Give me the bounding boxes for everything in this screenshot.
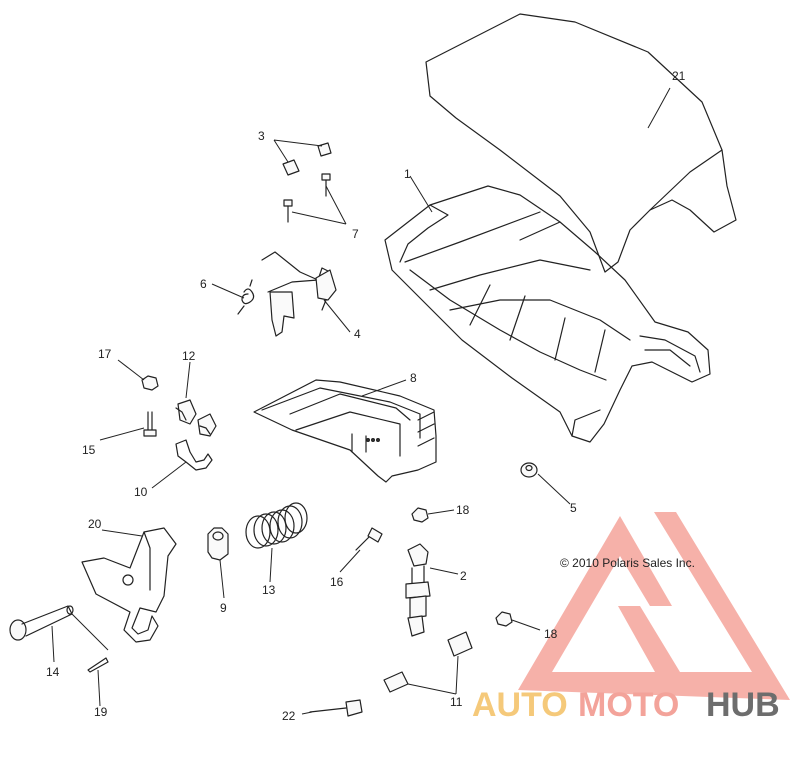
bolt-part-15 xyxy=(143,411,157,437)
callout-6: 6 xyxy=(200,277,207,291)
callout-14: 14 xyxy=(46,665,60,679)
callout-15: 15 xyxy=(82,443,96,457)
watermark-auto: AUTO xyxy=(472,686,568,724)
callout-20: 20 xyxy=(88,517,102,531)
latch-assembly xyxy=(261,251,337,337)
shock-absorber xyxy=(405,543,431,637)
copyright-text: © 2010 Polaris Sales Inc. xyxy=(560,556,695,570)
callout-2: 2 xyxy=(460,569,467,583)
nut-part-5 xyxy=(520,462,538,478)
callout-21: 21 xyxy=(672,69,686,83)
storage-tray xyxy=(253,379,437,483)
callout-17: 17 xyxy=(98,347,112,361)
spring-part xyxy=(237,279,255,315)
callout-labels: 21 1 3 7 6 4 8 17 12 15 10 5 18 20 2 16 … xyxy=(46,69,686,723)
callout-10: 10 xyxy=(134,485,148,499)
callout-13: 13 xyxy=(262,583,276,597)
nut-part-17 xyxy=(141,375,159,391)
clip-parts xyxy=(282,142,332,176)
clamp-part xyxy=(175,439,213,471)
pivot-pin xyxy=(9,605,74,641)
nut-parts-18 xyxy=(411,507,513,627)
bushing-parts-11 xyxy=(383,631,473,693)
rivet-parts xyxy=(283,173,331,223)
seat-cover xyxy=(425,13,737,273)
seat-base xyxy=(384,185,711,443)
bumper-part xyxy=(207,527,229,561)
callout-7: 7 xyxy=(352,227,359,241)
callout-11: 11 xyxy=(450,695,463,709)
callout-22: 22 xyxy=(282,709,296,723)
watermark-text: AUTO MOTO HUB xyxy=(472,686,780,724)
callout-8: 8 xyxy=(410,371,417,385)
callout-3: 3 xyxy=(258,129,265,143)
callout-9: 9 xyxy=(220,601,227,615)
callout-5: 5 xyxy=(570,501,577,515)
leader-lines xyxy=(51,87,671,715)
watermark-moto: MOTO xyxy=(578,686,679,724)
mount-bracket xyxy=(81,527,177,643)
bushing-parts xyxy=(175,399,217,437)
callout-18a: 18 xyxy=(456,503,470,517)
callout-19: 19 xyxy=(94,705,108,719)
watermark-hub: HUB xyxy=(706,686,780,724)
callout-12: 12 xyxy=(182,349,196,363)
bolt-part-22 xyxy=(309,699,363,717)
coil-spring xyxy=(245,502,308,549)
watermark-logo xyxy=(518,512,790,700)
callout-1: 1 xyxy=(404,167,411,181)
callout-16: 16 xyxy=(330,575,344,589)
callout-18b: 18 xyxy=(544,627,558,641)
cotter-pin xyxy=(87,657,109,673)
callout-4: 4 xyxy=(354,327,361,341)
bolt-part-16 xyxy=(355,527,383,551)
